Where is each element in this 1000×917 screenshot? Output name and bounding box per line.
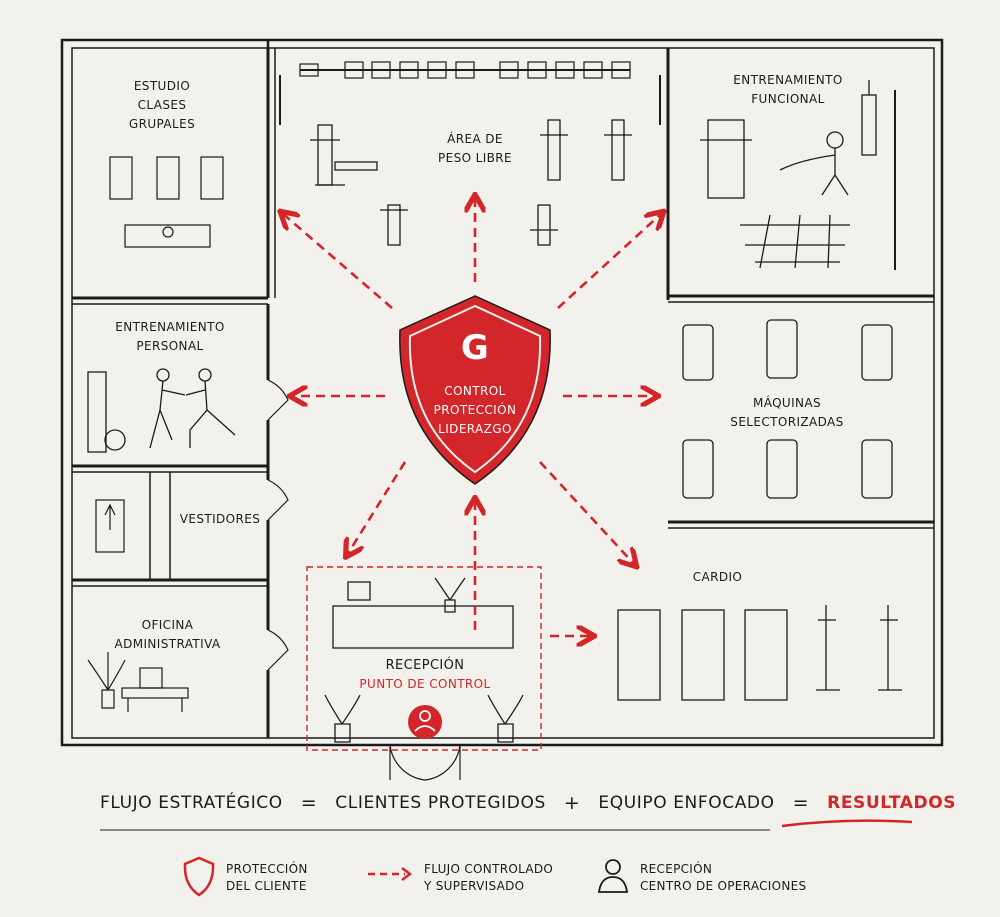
shield-line-liderazgo: LIDERAZGO [438,422,512,436]
flow-arrows [282,197,662,636]
formula-result: RESULTADOS [827,793,957,813]
room-label-funcional: ENTRENAMIENTO FUNCIONAL [733,73,843,106]
strategy-formula: FLUJO ESTRATÉGICO = CLIENTES PROTEGIDOS … [100,792,956,814]
shield-line-proteccion: PROTECCIÓN [433,403,517,417]
formula-term-equipo: EQUIPO ENFOCADO [598,793,775,813]
user-circle-icon [408,705,442,739]
legend-flow-icon [368,867,413,881]
formula-equals-2: = [792,792,810,814]
dumbbell-rack [279,61,661,125]
shield-letter: G [460,328,490,368]
shield-icon [399,295,551,485]
legend-label-proteccion: PROTECCIÓN DEL CLIENTE [226,862,308,893]
legend-label-recepcion: RECEPCIÓN CENTRO DE OPERACIONES [640,862,807,893]
room-label-maquinas: MÁQUINAS SELECTORIZADAS [730,396,844,429]
legend-shield-icon [183,856,215,897]
result-underline [781,819,913,828]
room-label-personal: ENTRENAMIENTO PERSONAL [115,320,225,353]
room-label-cardio: CARDIO [692,570,743,584]
reception-desk [324,577,524,743]
doors [267,379,461,781]
reception-control-zone [306,566,542,751]
room-label-oficina: OFICINA ADMINISTRATIVA [114,618,221,651]
legend-label-flujo: FLUJO CONTROLADO Y SUPERVISADO [424,862,554,893]
cardio-machines [617,605,902,701]
room-label-vestidores: VESTIDORES [179,512,261,526]
legend-person-icon [597,859,629,893]
free-weight-benches [310,119,632,246]
room-label-recepcion: RECEPCIÓN [385,658,465,673]
selectorized-machines [682,319,893,499]
room-label-peso-libre: ÁREA DE PESO LIBRE [437,132,513,165]
formula-term-clientes: CLIENTES PROTEGIDOS [335,793,546,813]
office-furniture [87,652,189,712]
studio-equipment [109,156,224,248]
shield-line-control: CONTROL [444,384,506,398]
formula-term-flujo: FLUJO ESTRATÉGICO [100,793,283,813]
room-label-punto-control: PUNTO DE CONTROL [359,677,491,691]
room-label-estudio: ESTUDIO CLASES GRUPALES [128,79,196,131]
outer-walls [60,38,944,747]
locker-room-symbol [95,499,125,553]
formula-equals-1: = [300,792,318,814]
formula-plus: + [563,792,581,814]
personal-training-equipment [87,368,236,453]
functional-equipment [700,80,896,270]
interior-walls [72,48,934,738]
